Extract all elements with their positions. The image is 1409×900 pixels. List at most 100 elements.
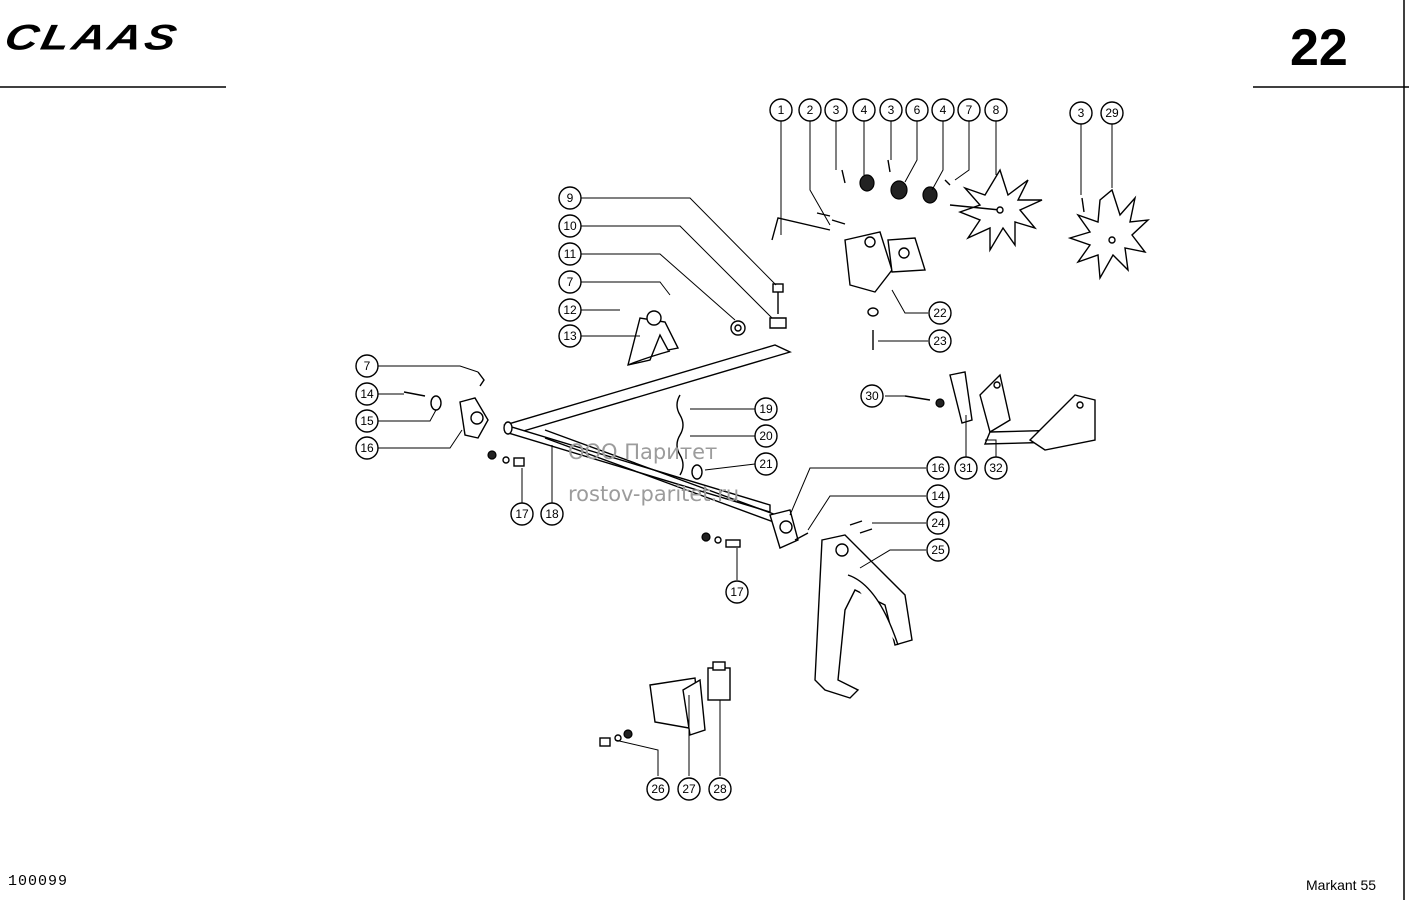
- callout-label: 27: [682, 782, 696, 796]
- callout-17: 17: [510, 502, 534, 526]
- callout-label: 20: [759, 429, 773, 443]
- part-star-wheel-8: [949, 168, 1043, 253]
- callout-label: 4: [940, 103, 947, 117]
- callout-label: 32: [989, 461, 1003, 475]
- callout-label: 31: [959, 461, 973, 475]
- callout-1: 1: [769, 98, 793, 122]
- callout-26: 26: [646, 777, 670, 801]
- callout-label: 4: [861, 103, 868, 117]
- callout-label: 8: [993, 103, 1000, 117]
- callout-label: 17: [515, 507, 529, 521]
- part-bolts-17-left: [487, 450, 525, 467]
- callout-24: 24: [926, 511, 950, 535]
- callout-label: 6: [914, 103, 921, 117]
- part-spring-19-21: [676, 394, 703, 480]
- callout-label: 28: [713, 782, 727, 796]
- callout-18: 18: [540, 502, 564, 526]
- callout-14: 14: [926, 484, 950, 508]
- callout-label: 17: [730, 585, 744, 599]
- callout-label: 7: [567, 275, 574, 289]
- callout-label: 14: [931, 489, 945, 503]
- callout-12: 12: [558, 298, 582, 322]
- callout-label: 30: [865, 389, 879, 403]
- callout-label: 1: [778, 103, 785, 117]
- part-bushings-4-6: [841, 159, 951, 204]
- part-bracket-22: [844, 231, 926, 350]
- part-brackets-30-32: [904, 371, 1096, 451]
- callout-label: 19: [759, 402, 773, 416]
- callout-23: 23: [928, 329, 952, 353]
- callout-16: 16: [355, 436, 379, 460]
- page-number: 22: [1290, 19, 1348, 77]
- callout-label: 9: [567, 191, 574, 205]
- callout-label: 7: [966, 103, 973, 117]
- part-guide-25: [814, 534, 913, 699]
- callout-32: 32: [984, 456, 1008, 480]
- callout-3: 3: [824, 98, 848, 122]
- callout-label: 29: [1105, 106, 1119, 120]
- callout-label: 21: [759, 457, 773, 471]
- callout-label: 16: [931, 461, 945, 475]
- callout-15: 15: [355, 409, 379, 433]
- callout-21: 21: [754, 452, 778, 476]
- part-bearing-16-left: [403, 371, 489, 439]
- callout-20: 20: [754, 424, 778, 448]
- callout-label: 26: [651, 782, 665, 796]
- leader-lines: [378, 120, 1113, 776]
- doc-code: 100099: [8, 873, 69, 890]
- callout-label: 15: [360, 414, 374, 428]
- callout-label: 14: [360, 387, 374, 401]
- part-pins-24: [849, 520, 873, 534]
- watermark-url: rostov-paritet.ru: [568, 482, 740, 506]
- callout-31: 31: [954, 456, 978, 480]
- part-spring-11: [730, 320, 746, 336]
- callout-28: 28: [708, 777, 732, 801]
- callout-4: 4: [931, 98, 955, 122]
- callout-label: 3: [1078, 106, 1085, 120]
- part-mount-26-28: [599, 661, 731, 747]
- callout-2: 2: [798, 98, 822, 122]
- callout-label: 10: [563, 219, 577, 233]
- callout-22: 22: [928, 301, 952, 325]
- callout-30: 30: [860, 384, 884, 408]
- callout-19: 19: [754, 397, 778, 421]
- callout-13: 13: [558, 324, 582, 348]
- callout-4: 4: [852, 98, 876, 122]
- callout-8: 8: [984, 98, 1008, 122]
- callout-label: 16: [360, 441, 374, 455]
- callout-10: 10: [558, 214, 582, 238]
- callout-9: 9: [558, 186, 582, 210]
- callout-label: 22: [933, 306, 947, 320]
- part-frame-18: [503, 344, 792, 529]
- callout-17: 17: [725, 580, 749, 604]
- part-star-wheel-29: [1067, 188, 1151, 281]
- callout-3: 3: [1069, 101, 1093, 125]
- callout-label: 18: [545, 507, 559, 521]
- callout-6: 6: [905, 98, 929, 122]
- callout-label: 24: [931, 516, 945, 530]
- callout-27: 27: [677, 777, 701, 801]
- callout-label: 7: [364, 359, 371, 373]
- callout-label: 13: [563, 329, 577, 343]
- callout-label: 3: [833, 103, 840, 117]
- callout-label: 2: [807, 103, 814, 117]
- callout-label: 3: [888, 103, 895, 117]
- watermark-company: ООО Паритет: [568, 440, 718, 464]
- callout-11: 11: [558, 242, 582, 266]
- part-bolt-9: [769, 283, 787, 329]
- callout-14: 14: [355, 382, 379, 406]
- callout-label: 11: [564, 247, 577, 261]
- part-bearing-16-right: [701, 509, 809, 549]
- callout-25: 25: [926, 538, 950, 562]
- model-name: Markant 55: [1306, 877, 1377, 893]
- callout-29: 29: [1100, 101, 1124, 125]
- callout-16: 16: [926, 456, 950, 480]
- callout-7: 7: [957, 98, 981, 122]
- callout-7: 7: [558, 270, 582, 294]
- callout-7: 7: [355, 354, 379, 378]
- callout-label: 25: [931, 543, 945, 557]
- part-sector-13: [627, 310, 680, 366]
- callout-label: 23: [933, 334, 947, 348]
- part-rod-1: [771, 212, 846, 241]
